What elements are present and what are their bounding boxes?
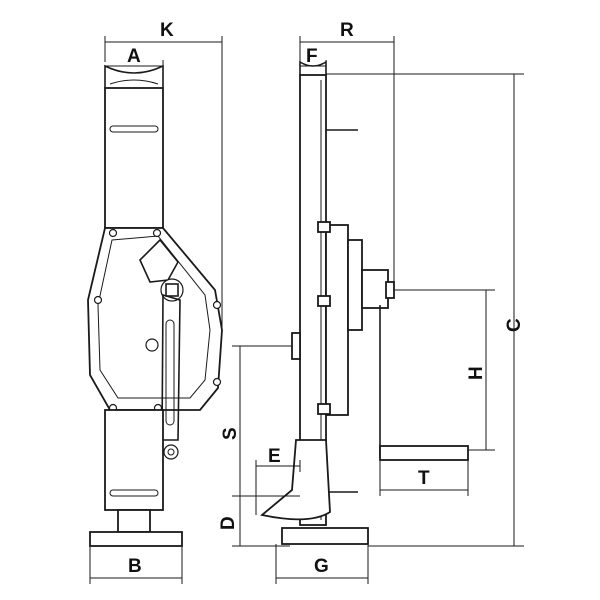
side-gear — [347, 239, 363, 331]
front-housing-inner — [97, 235, 211, 399]
pivot-pin — [145, 338, 159, 352]
front-upper-bar — [104, 87, 164, 229]
lever-end-knob — [163, 444, 179, 460]
label-h: H — [466, 366, 487, 380]
label-g: G — [314, 556, 329, 577]
label-t: T — [418, 468, 430, 489]
front-lever-slot — [165, 319, 175, 426]
bolt-icon — [108, 228, 118, 238]
label-d: D — [218, 516, 239, 530]
bolt-icon — [152, 228, 162, 238]
label-e: E — [268, 446, 281, 467]
front-lower-bar — [104, 409, 164, 511]
dimension-labels: K A R F C H S E D T B G — [127, 20, 525, 577]
front-view — [87, 64, 223, 547]
side-bolt — [317, 295, 331, 307]
side-crank-hub — [361, 269, 389, 309]
label-r: R — [340, 20, 354, 41]
front-head-inner — [109, 79, 159, 85]
front-head-cradle — [104, 64, 164, 88]
side-handle-grip — [379, 445, 469, 461]
side-base — [281, 527, 369, 545]
front-lever — [161, 293, 181, 441]
bolt-icon — [93, 295, 103, 305]
bolt-icon — [212, 300, 222, 310]
label-c: C — [504, 318, 525, 332]
dimension-lines — [89, 36, 524, 584]
front-slot-lower — [109, 489, 159, 497]
side-toe — [259, 439, 331, 521]
label-a: A — [127, 46, 141, 67]
side-crank-nut — [385, 281, 395, 299]
label-b: B — [128, 556, 142, 577]
side-bolt — [317, 221, 331, 233]
lever-end-pin — [167, 448, 175, 456]
front-base — [89, 531, 183, 547]
side-bolt — [317, 403, 331, 415]
label-f: F — [306, 46, 318, 67]
bolt-icon — [212, 377, 222, 387]
ratchet-pawl — [139, 238, 179, 283]
label-k: K — [160, 20, 174, 41]
side-view — [259, 60, 469, 545]
side-housing — [325, 224, 349, 416]
label-s: S — [220, 427, 241, 440]
front-slot-upper — [109, 125, 159, 133]
front-neck — [117, 509, 151, 533]
crank-square — [165, 283, 179, 297]
side-protrusion — [291, 332, 301, 360]
